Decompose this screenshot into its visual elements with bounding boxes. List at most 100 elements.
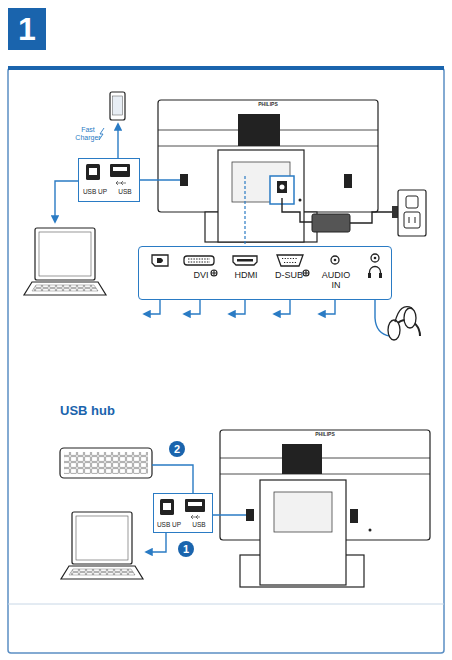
node-text: 2 (174, 444, 180, 455)
port-icons (370, 267, 381, 277)
monitor-back (180, 174, 188, 186)
usb-ports (86, 164, 100, 180)
port-icons (184, 256, 214, 265)
monitor-back (282, 444, 322, 474)
power-supply (282, 198, 312, 222)
usb-ports (188, 502, 202, 506)
power-supply (277, 181, 287, 193)
monitor-back (350, 509, 358, 523)
node-text: 1 (183, 544, 189, 555)
cables (319, 300, 335, 314)
port-icons (303, 270, 309, 276)
usb-ports (116, 181, 126, 185)
frame (8, 604, 444, 605)
port-panel: DVIHDMID-SUB AUDIO IN (138, 246, 392, 300)
cable (152, 465, 193, 493)
cables (229, 300, 245, 314)
port-panel: USB UPUSB (153, 493, 213, 533)
keyboard (64, 452, 148, 474)
usb-ports (89, 168, 97, 175)
node-text: HDMI (224, 271, 268, 281)
leader-line (244, 176, 245, 244)
node-text: 1 (18, 13, 36, 45)
node-text: AUDIO IN (320, 271, 352, 291)
power-supply (409, 217, 410, 223)
monitor-back (246, 509, 254, 521)
port-icons (282, 259, 298, 263)
cables (144, 300, 390, 336)
port-icons (233, 256, 257, 265)
node-text: DVI (179, 271, 223, 281)
usb-ports (163, 503, 171, 510)
usb-ports (110, 164, 130, 177)
phone (110, 92, 125, 120)
monitor-back (158, 100, 378, 242)
node-text: D-SUB (267, 271, 311, 281)
cable (55, 181, 78, 222)
usb-ports (191, 515, 200, 519)
callout-number: 2 (169, 441, 185, 457)
node-text: USB (110, 189, 140, 196)
cable (146, 533, 166, 552)
port-icons (374, 257, 377, 260)
port-icons (211, 270, 217, 276)
port-icons (211, 270, 217, 276)
frame (8, 68, 444, 653)
monitor-back (369, 529, 372, 532)
frame (8, 66, 444, 653)
power-supply (404, 212, 420, 228)
laptop (61, 512, 143, 579)
section-title: USB hub (60, 404, 150, 418)
cable (140, 179, 180, 180)
note-label: Fast Charger (68, 126, 108, 141)
port-icons (152, 255, 168, 266)
power-supply (415, 217, 416, 223)
phone (113, 96, 123, 115)
cables (184, 300, 200, 314)
keyboard (60, 448, 152, 478)
monitor-back (218, 150, 304, 242)
usb-ports (160, 499, 174, 515)
port-panel: USB UPUSB (78, 158, 140, 202)
port-icons (368, 273, 371, 278)
power-supply (280, 185, 285, 190)
brand-label: PHILIPS (295, 432, 355, 438)
cables (144, 300, 160, 314)
headphones (404, 308, 416, 328)
step-number-box: 1 (8, 8, 46, 50)
monitor-back (344, 174, 352, 188)
monitor-back (220, 430, 430, 587)
port-icons (157, 258, 163, 263)
port-icons (303, 270, 309, 276)
node-text: USB UP (154, 522, 184, 529)
port-icons (331, 256, 339, 264)
usb-ports (160, 499, 205, 519)
port-icons (371, 254, 379, 262)
callout-number: 1 (178, 541, 194, 557)
port-icons (237, 259, 253, 262)
usb-ports (185, 499, 205, 512)
monitor-back (299, 199, 302, 202)
power-supply (270, 176, 426, 236)
port-icons (334, 259, 337, 262)
port-icons (277, 255, 303, 266)
cable (213, 514, 246, 515)
monitor-back (220, 474, 430, 475)
power-supply (398, 190, 426, 236)
phone (110, 92, 125, 120)
monitor-back (274, 492, 332, 532)
port-icons (379, 273, 382, 278)
headphones (395, 307, 412, 322)
power-supply (350, 212, 392, 223)
monitor-back (220, 458, 430, 459)
laptop (24, 228, 106, 295)
cables (274, 300, 290, 314)
power-supply (312, 214, 350, 232)
monitor-back (260, 480, 346, 585)
brand-label: PHILIPS (238, 102, 298, 108)
usb-ports (113, 167, 127, 171)
headphones (388, 320, 400, 340)
